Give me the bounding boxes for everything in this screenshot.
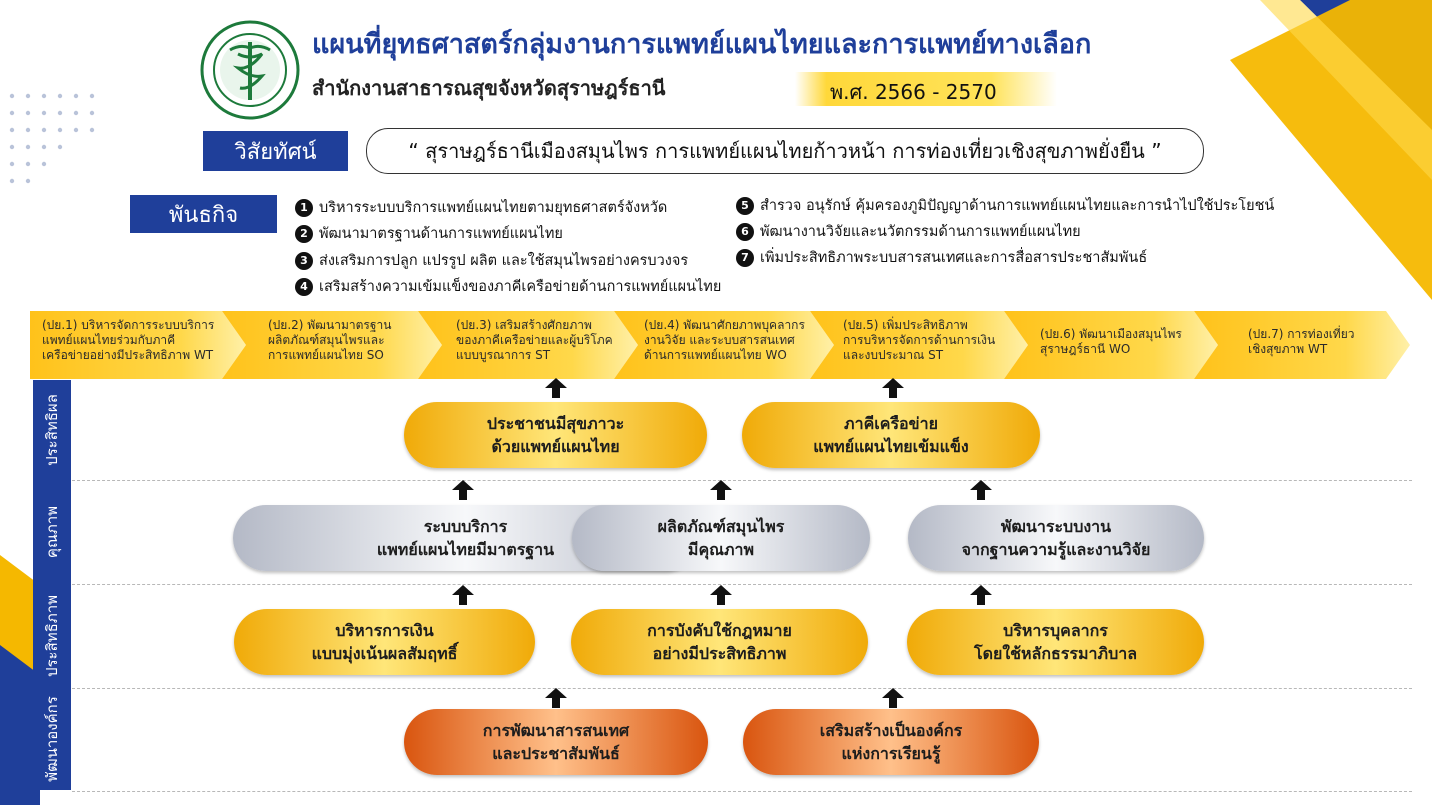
objective-pill: ผลิตภัณฑ์สมุนไพรมีคุณภาพ: [572, 505, 870, 571]
page-subtitle: สำนักงานสาธารณสุขจังหวัดสุราษฎร์ธานี: [312, 76, 666, 100]
arrow-up-icon: [882, 688, 904, 708]
mission-text: บริหารระบบบริการแพทย์แผนไทยตามยุทธศาสตร์…: [319, 200, 668, 216]
year-badge-bg: [795, 72, 1057, 106]
mission-number-badge: 5: [736, 196, 754, 215]
mission-item: 7 เพิ่มประสิทธิภาพระบบสารสนเทศและการสื่อส…: [736, 246, 1147, 269]
mission-text: เสริมสร้างความเข้มแข็งของภาคีเครือข่ายด้…: [319, 279, 722, 295]
row-divider: [72, 480, 1412, 481]
arrow-up-icon: [710, 585, 732, 605]
strategy-label: (ปย.2) พัฒนามาตรฐานผลิตภัณฑ์สมุนไพรและกา…: [268, 318, 392, 362]
perspective-label-effectiveness: ประสิทธิผล: [43, 394, 62, 466]
row-divider: [72, 791, 1412, 792]
perspective-label-quality: คุณภาพ: [43, 505, 61, 559]
row-divider: [72, 584, 1412, 585]
arrow-up-icon: [452, 480, 474, 500]
mission-number-badge: 1: [295, 198, 313, 217]
strategy-label: (ปย.3) เสริมสร้างศักยภาพของภาคีเครือข่าย…: [456, 318, 613, 362]
mission-item: 2 พัฒนามาตรฐานด้านการแพทย์แผนไทย: [295, 222, 563, 245]
mission-label: พันธกิจ: [130, 195, 277, 233]
strategy-label: (ปย.7) การท่องเที่ยวเชิงสุขภาพ WT: [1248, 327, 1355, 356]
strategy-chevron: [418, 311, 638, 379]
mission-item: 6 พัฒนางานวิจัยและนวัตกรรมด้านการแพทย์แผน…: [736, 220, 1081, 243]
mission-text: ส่งเสริมการปลูก แปรรูป ผลิต และใช้สมุนไพ…: [319, 253, 689, 269]
year-range: พ.ศ. 2566 - 2570: [830, 80, 997, 104]
arrow-up-icon: [545, 688, 567, 708]
mission-text: สำรวจ อนุรักษ์ คุ้มครองภูมิปัญญาด้านการแ…: [760, 198, 1275, 214]
mission-number-badge: 7: [736, 248, 754, 267]
row-divider: [72, 688, 1412, 689]
arrow-up-icon: [882, 378, 904, 398]
perspective-column: [33, 380, 71, 790]
objective-pill: บริหารการเงินแบบมุ่งเน้นผลสัมฤทธิ์: [234, 609, 535, 675]
mission-number-badge: 4: [295, 277, 313, 296]
objective-pill: พัฒนาระบบงานจากฐานความรู้และงานวิจัย: [908, 505, 1204, 571]
ministry-logo: [200, 20, 300, 120]
perspective-label-development: พัฒนาองค์กร: [43, 696, 61, 782]
strategy-chevron: [30, 311, 246, 379]
arrow-up-icon: [970, 480, 992, 500]
strategy-label: (ปย.5) เพิ่มประสิทธิภาพการบริหารจัดการด้…: [843, 318, 996, 362]
mission-text: พัฒนางานวิจัยและนวัตกรรมด้านการแพทย์แผนไ…: [760, 224, 1081, 240]
mission-text: พัฒนามาตรฐานด้านการแพทย์แผนไทย: [319, 226, 563, 242]
strategy-chevron: [614, 311, 834, 379]
strategy-label: (ปย.4) พัฒนาศักยภาพบุคลากรงานวิจัย และระ…: [644, 318, 805, 362]
objective-pill: ประชาชนมีสุขภาวะด้วยแพทย์แผนไทย: [404, 402, 707, 468]
arrow-up-icon: [452, 585, 474, 605]
strategy-chevron: [810, 311, 1028, 379]
mission-number-badge: 6: [736, 222, 754, 241]
objective-pill: เสริมสร้างเป็นองค์กรแห่งการเรียนรู้: [743, 709, 1039, 775]
objective-pill: การบังคับใช้กฎหมายอย่างมีประสิทธิภาพ: [571, 609, 868, 675]
mission-item: 4 เสริมสร้างความเข้มแข็งของภาคีเครือข่ายด…: [295, 275, 721, 298]
strategy-arrows: (ปย.1) บริหารจัดการระบบบริการแพทย์แผนไทย…: [0, 311, 1432, 379]
arrow-up-icon: [710, 480, 732, 500]
arrow-up-icon: [545, 378, 567, 398]
mission-item: 3 ส่งเสริมการปลูก แปรรูป ผลิต และใช้สมุนไ…: [295, 249, 688, 272]
mission-number-badge: 2: [295, 224, 313, 243]
mission-item: 5 สำรวจ อนุรักษ์ คุ้มครองภูมิปัญญาด้านการ…: [736, 194, 1274, 217]
arrow-up-icon: [970, 585, 992, 605]
mission-number-badge: 3: [295, 251, 313, 270]
objective-pill: บริหารบุคลากรโดยใช้หลักธรรมาภิบาล: [907, 609, 1204, 675]
perspective-label-efficiency: ประสิทธิภาพ: [43, 594, 61, 678]
strategy-label: (ปย.1) บริหารจัดการระบบบริการแพทย์แผนไทย…: [42, 318, 215, 362]
strategy-chevron: [1004, 311, 1218, 379]
vision-statement: “ สุราษฎร์ธานีเมืองสมุนไพร การแพทย์แผนไท…: [366, 128, 1204, 174]
page-title: แผนที่ยุทธศาสตร์กลุ่มงานการแพทย์แผนไทยแล…: [312, 29, 1092, 60]
vision-label: วิสัยทัศน์: [203, 131, 348, 171]
strategy-chevron: [1194, 311, 1410, 379]
mission-text: เพิ่มประสิทธิภาพระบบสารสนเทศและการสื่อสา…: [760, 250, 1148, 266]
strategy-chevron: [222, 311, 442, 379]
strategy-label: (ปย.6) พัฒนาเมืองสมุนไพรสุราษฎร์ธานี WO: [1040, 327, 1182, 356]
objective-pill: ภาคีเครือข่ายแพทย์แผนไทยเข้มแข็ง: [742, 402, 1040, 468]
mission-item: 1 บริหารระบบบริการแพทย์แผนไทยตามยุทธศาสตร…: [295, 196, 667, 219]
objective-pill: การพัฒนาสารสนเทศและประชาสัมพันธ์: [404, 709, 708, 775]
